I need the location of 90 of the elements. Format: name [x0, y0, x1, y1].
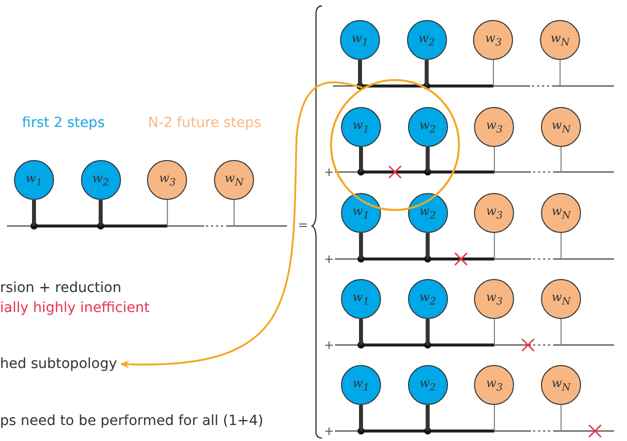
weight-circle [341, 107, 381, 147]
variable-label: w$_{N}$ [552, 204, 571, 222]
connector-line [492, 60, 494, 86]
weight-circle [541, 365, 582, 405]
variable-label: w$_{1}$ [352, 32, 368, 48]
connector-line [166, 200, 168, 226]
weight-circle [474, 193, 514, 233]
propagator-line [334, 342, 614, 348]
connector-line [32, 200, 36, 226]
connector-line [424, 60, 429, 86]
variable-label: w$_{2}$ [419, 204, 436, 222]
variable-label: w$_{3}$ [486, 118, 503, 136]
weight-circle [340, 20, 380, 60]
weight-circle [147, 160, 188, 200]
weight-circle [14, 160, 54, 200]
connector-line [426, 147, 430, 172]
connector-line [494, 146, 495, 172]
plus-sign: + [324, 251, 334, 268]
note-text: rsion + reduction [0, 279, 122, 297]
weight-circle [214, 160, 254, 200]
variable-label: w$_{N}$ [552, 376, 571, 394]
weight-circle [341, 193, 381, 233]
connector-line [98, 200, 103, 226]
variable-label: w$_{2}$ [92, 172, 110, 188]
weight-circle [408, 193, 448, 233]
connector-line [560, 404, 562, 432]
weight-circle [474, 279, 514, 319]
heading-text: N-2 future steps [148, 114, 262, 132]
variable-label: w$_{3}$ [485, 32, 502, 48]
connector-line [234, 200, 235, 226]
connector-line [494, 232, 495, 260]
variable-label: w$_{3}$ [486, 376, 503, 394]
connector-line [560, 146, 562, 172]
variable-label: w$_{2}$ [419, 290, 436, 308]
connector-line [560, 318, 562, 346]
connector-line [359, 233, 363, 259]
variable-label: w$_{2}$ [418, 32, 436, 48]
propagator-line [334, 256, 614, 262]
weight-circle [474, 365, 514, 405]
connector-line [560, 232, 562, 260]
plus-sign: + [324, 164, 334, 181]
variable-label: w$_{1}$ [352, 204, 370, 222]
weight-circle [541, 107, 582, 147]
note-text: ps need to be performed for all (1+4) [0, 412, 264, 430]
weight-circle [541, 193, 582, 233]
weight-circle [408, 279, 448, 319]
weight-circle [473, 20, 514, 60]
annotation-text: hed subtopology [0, 355, 118, 373]
weight-circle [474, 107, 514, 147]
weight-circle [541, 279, 582, 319]
plus-sign: + [324, 423, 334, 440]
variable-label: w$_{1}$ [352, 376, 370, 394]
variable-label: w$_{1}$ [352, 290, 370, 308]
variable-label: w$_{1}$ [352, 118, 370, 136]
weight-circle [80, 160, 121, 200]
equals-sign: = [298, 217, 308, 234]
variable-label: w$_{N}$ [552, 118, 571, 136]
connector-line [560, 60, 561, 86]
variable-label: w$_{N}$ [552, 290, 571, 308]
connector-line [494, 404, 495, 432]
propagator-line [334, 428, 614, 434]
heading-text: first 2 steps [22, 114, 105, 132]
connector-line [359, 319, 363, 345]
variable-label: w$_{1}$ [26, 172, 42, 188]
propagator-line [332, 82, 614, 90]
weight-circle [408, 107, 448, 147]
variable-label: w$_{2}$ [419, 376, 436, 394]
propagator-line [6, 222, 288, 230]
weight-circle [408, 365, 448, 405]
weight-circle [341, 279, 381, 319]
plus-sign: + [324, 337, 334, 354]
variable-label: w$_{2}$ [419, 118, 436, 136]
connector-line [426, 233, 430, 259]
weight-circle [341, 365, 381, 405]
variable-label: w$_{N}$ [550, 32, 570, 48]
connector-line [358, 60, 362, 86]
variable-label: w$_{3}$ [486, 290, 503, 308]
propagator-line [334, 168, 614, 176]
variable-label: w$_{3}$ [486, 204, 503, 222]
connector-line [359, 147, 363, 172]
note-text: ially highly inefficient [0, 299, 150, 317]
weight-circle [406, 20, 447, 60]
weight-circle [540, 20, 580, 60]
variable-label: w$_{N}$ [224, 172, 244, 188]
curved-arrow [120, 81, 363, 368]
connector-line [494, 318, 495, 346]
connector-line [426, 319, 430, 345]
variable-label: w$_{3}$ [159, 172, 176, 188]
connector-line [426, 405, 430, 431]
connector-line [359, 405, 363, 431]
